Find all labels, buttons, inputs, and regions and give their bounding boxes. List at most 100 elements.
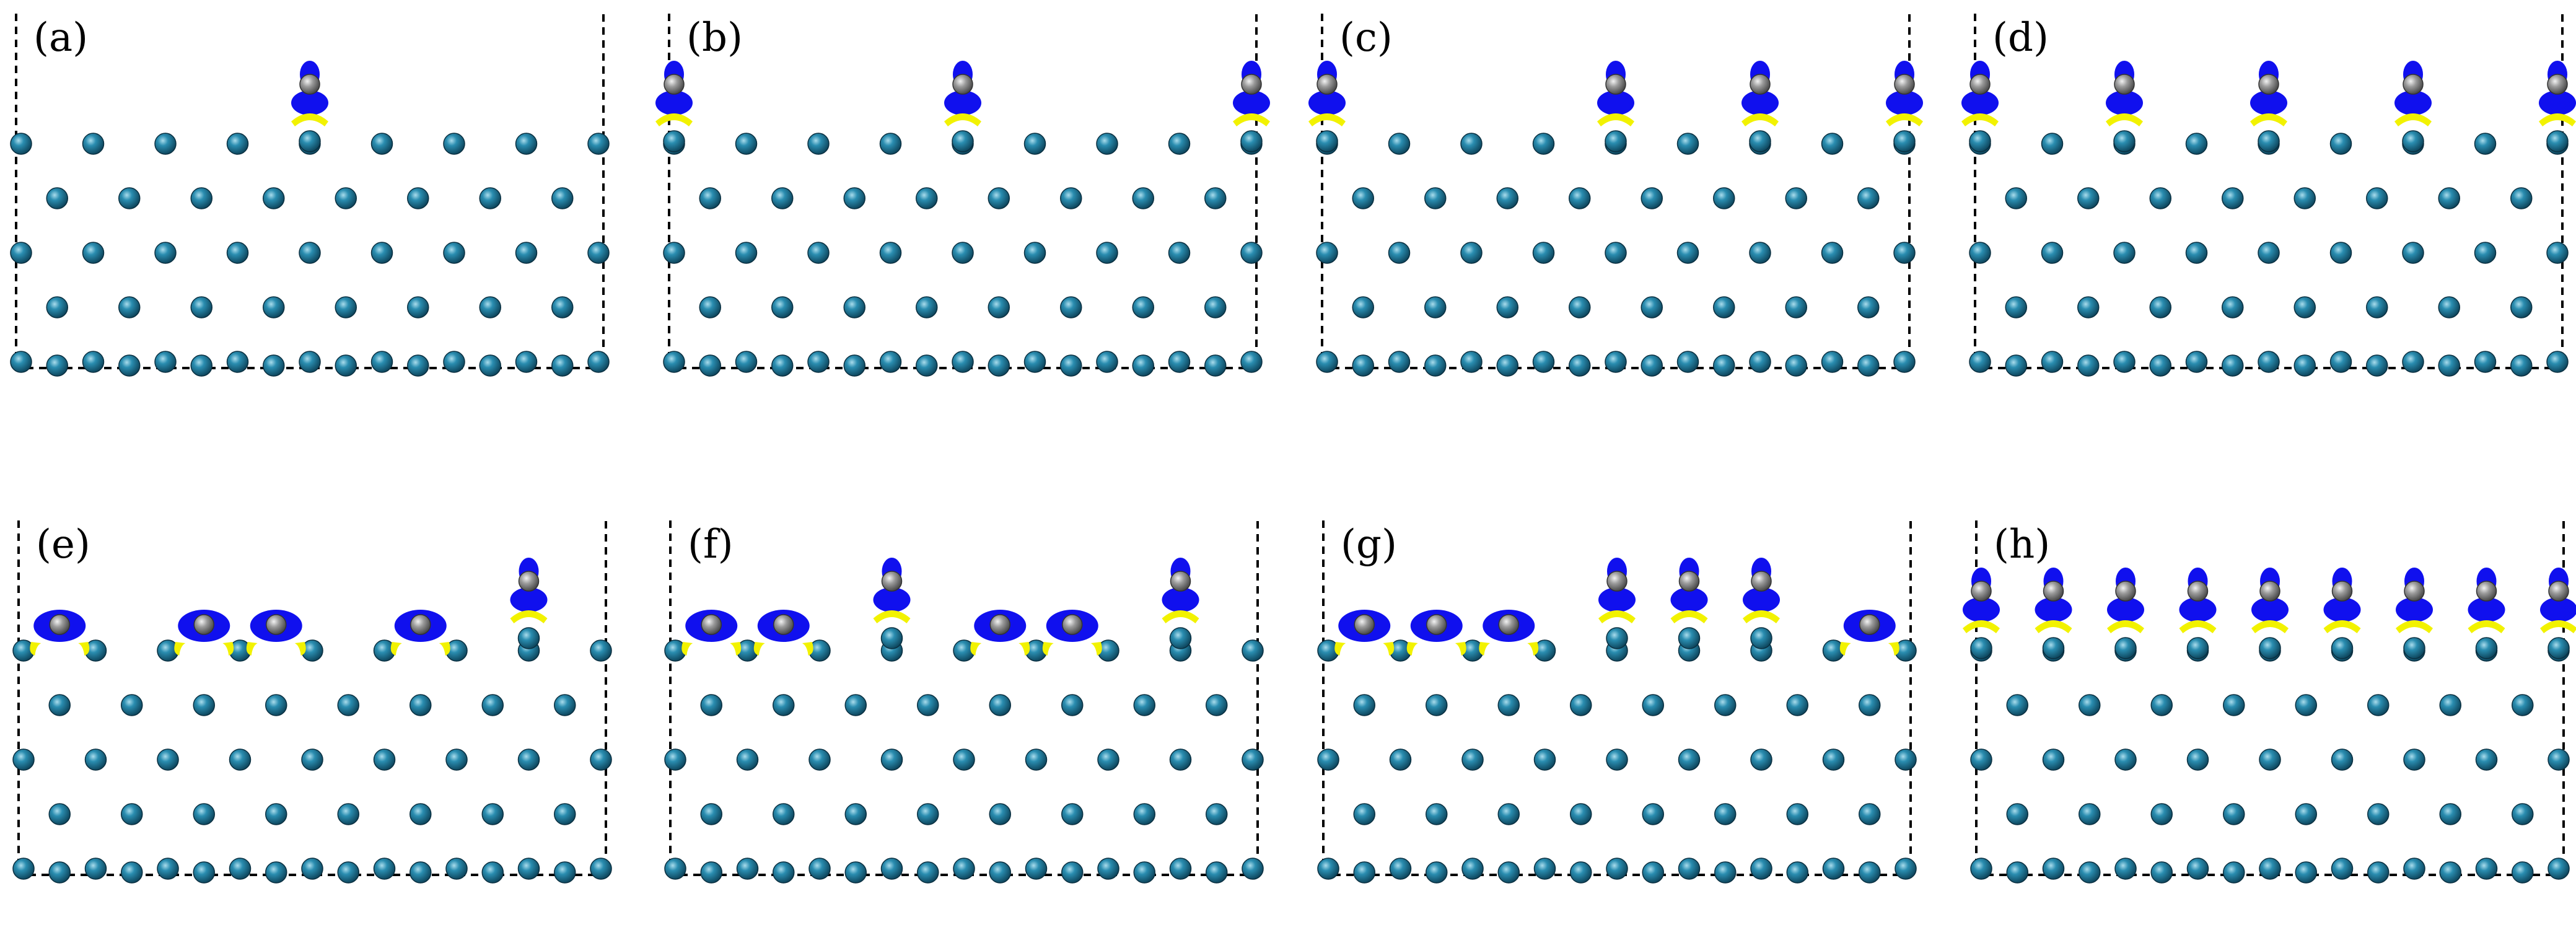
carbon-atom: [1750, 74, 1771, 95]
panel-label: (c): [1339, 15, 1393, 61]
carbon-atom: [1316, 74, 1338, 95]
metal-atom: [1353, 861, 1375, 884]
metal-atom: [2114, 748, 2137, 771]
metal-atom: [1641, 187, 1663, 209]
panel-b: (b): [655, 14, 1270, 377]
metal-atom: [1060, 354, 1082, 377]
metal-atom: [916, 296, 938, 318]
metal-atom: [1532, 133, 1555, 155]
metal-atom: [1786, 861, 1808, 884]
metal-atom: [2006, 694, 2028, 716]
metal-atom: [1641, 354, 1663, 377]
metal-atom: [1676, 133, 1699, 155]
carbon-atom: [881, 571, 903, 592]
metal-atom: [2402, 351, 2424, 373]
metal-atom: [517, 627, 540, 649]
metal-atom: [193, 861, 215, 884]
metal-atom: [1749, 242, 1771, 264]
metal-atom: [10, 242, 32, 264]
metal-atom: [2041, 242, 2064, 264]
carbon-atom: [1605, 74, 1626, 95]
charge-accumulation-lobe: [390, 642, 402, 656]
charge-accumulation-lobe: [1597, 113, 1634, 126]
metal-atom: [2006, 803, 2028, 825]
charge-accumulation-lobe: [1479, 642, 1491, 656]
metal-atom: [2512, 861, 2534, 884]
metal-atom: [82, 242, 105, 264]
charge-accumulation-lobe: [1963, 620, 2000, 633]
carbon-atom: [1859, 614, 1880, 635]
panel-label: (f): [688, 522, 734, 568]
metal-atom: [1242, 858, 1264, 880]
metal-atom: [2439, 694, 2461, 716]
top-site-adsorbate: [2035, 568, 2072, 633]
metal-atom: [118, 296, 141, 318]
metal-atom: [2474, 351, 2497, 373]
metal-atom: [988, 187, 1010, 209]
metal-atom: [664, 748, 686, 771]
metal-atom: [370, 351, 393, 373]
metal-atom: [736, 858, 759, 880]
metal-atom: [2113, 242, 2136, 264]
metal-atom: [843, 187, 865, 209]
metal-atom: [407, 296, 429, 318]
metal-atom: [515, 351, 538, 373]
metal-atom: [1096, 133, 1118, 155]
carbon-atom: [2476, 581, 2497, 602]
metal-atom: [1714, 861, 1737, 884]
panel-label: (e): [36, 522, 90, 568]
metal-atom: [1061, 803, 1084, 825]
top-site-adsorbate: [291, 61, 328, 126]
panel-label: (d): [1992, 15, 2049, 61]
metal-atom: [1785, 296, 1807, 318]
metal-atom: [952, 242, 974, 264]
carbon-atom: [2115, 581, 2136, 602]
cell-boundary: [668, 14, 1258, 369]
metal-atom: [700, 861, 722, 884]
carbon-atom: [2331, 581, 2353, 602]
metal-atom: [2259, 858, 2281, 880]
metal-atom: [263, 354, 285, 377]
metal-atom: [1533, 748, 1556, 771]
metal-atom: [1133, 694, 1155, 716]
charge-accumulation-lobe: [2179, 620, 2217, 633]
metal-atom: [807, 242, 830, 264]
metal-atom: [1060, 187, 1082, 209]
metal-atom: [2329, 133, 2352, 155]
metal-atom: [479, 296, 501, 318]
carbon-atom: [2548, 581, 2569, 602]
charge-accumulation-lobe: [1598, 610, 1636, 623]
metal-atom: [2366, 296, 2388, 318]
metal-atom: [2366, 354, 2388, 377]
metal-atom: [1242, 639, 1264, 662]
charge-depletion-lobe: [2539, 90, 2576, 115]
metal-atom: [2113, 130, 2136, 152]
metal-atom: [1606, 748, 1628, 771]
metal-atom: [479, 354, 501, 377]
metal-atom: [1678, 627, 1701, 649]
metal-atom: [118, 354, 141, 377]
bridge-site-adsorbate: [970, 610, 1030, 656]
metal-atom: [2041, 351, 2064, 373]
charge-accumulation-lobe: [2540, 620, 2576, 633]
metal-atom: [735, 242, 758, 264]
carbon-atom: [989, 614, 1010, 635]
metal-atom: [443, 242, 465, 264]
metal-atom: [2548, 858, 2570, 880]
metal-atom: [1352, 187, 1374, 209]
metal-atom: [590, 748, 612, 771]
charge-depletion-lobe: [1233, 90, 1270, 115]
metal-atom: [2005, 187, 2027, 209]
metal-atom: [443, 351, 465, 373]
charge-accumulation-lobe: [1527, 642, 1539, 656]
metal-atom: [407, 187, 429, 209]
metal-atom: [1496, 354, 1518, 377]
metal-atom: [771, 354, 794, 377]
metal-atom: [2222, 354, 2244, 377]
metal-atom: [373, 858, 396, 880]
metal-atom: [370, 242, 393, 264]
metal-atom: [121, 861, 143, 884]
metal-atom: [481, 861, 504, 884]
metal-atom: [1169, 858, 1192, 880]
charge-depletion-lobe: [2251, 597, 2289, 622]
